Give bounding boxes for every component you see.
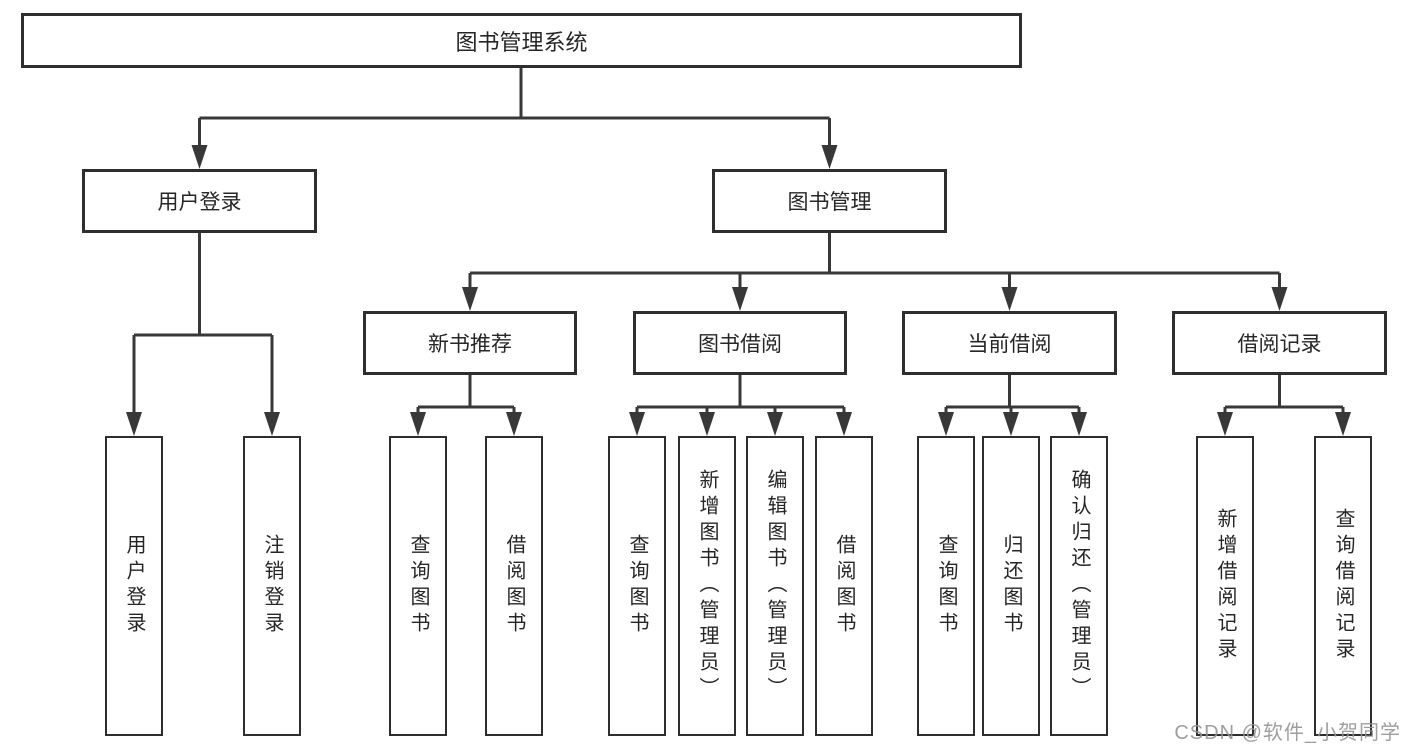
- leaf-edit-books-admin: 编辑图书（管理员）: [746, 436, 804, 736]
- node-label: 借阅图书: [503, 534, 525, 638]
- node-label: 归还图书: [1000, 534, 1022, 638]
- node-label: 借阅图书: [833, 534, 855, 638]
- node-label: 新书推荐: [428, 333, 512, 356]
- node-library-management-system: 图书管理系统: [21, 13, 1022, 68]
- leaf-query-borrowing-record: 查询借阅记录: [1314, 436, 1372, 736]
- leaf-return-books: 归还图书: [982, 436, 1040, 736]
- connector-book-borrowing-to-leaves: [629, 375, 852, 436]
- node-label: 查询图书: [935, 534, 957, 638]
- node-label: 当前借阅: [967, 333, 1052, 356]
- leaf-add-books-admin: 新增图书（管理员）: [678, 436, 736, 736]
- node-label: 借阅记录: [1237, 333, 1322, 356]
- leaf-borrow-books-borrowing: 借阅图书: [815, 436, 873, 736]
- node-book-borrowing: 图书借阅: [633, 311, 847, 375]
- node-new-book-recommendation: 新书推荐: [363, 311, 577, 375]
- node-label: 用户登录: [157, 191, 242, 214]
- leaf-borrow-books-recommendation: 借阅图书: [485, 436, 543, 736]
- connector-new-book-recommendation-to-leaves: [410, 375, 522, 436]
- connector-borrowing-records-to-leaves: [1217, 375, 1351, 436]
- connector-book-management-to-level3: [462, 233, 1288, 311]
- node-user-login: 用户登录: [82, 169, 317, 233]
- node-current-borrowing: 当前借阅: [902, 311, 1117, 375]
- node-book-management: 图书管理: [712, 169, 947, 233]
- leaf-add-borrowing-record: 新增借阅记录: [1196, 436, 1254, 736]
- node-label: 新增图书（管理员）: [696, 469, 718, 703]
- node-label: 新增借阅记录: [1214, 508, 1236, 664]
- node-label: 查询图书: [407, 534, 429, 638]
- leaf-query-books-recommendation: 查询图书: [389, 436, 447, 736]
- node-label: 图书管理系统: [455, 29, 588, 55]
- node-label: 查询借阅记录: [1332, 508, 1354, 664]
- node-borrowing-records: 借阅记录: [1172, 311, 1387, 375]
- leaf-query-books-current: 查询图书: [917, 436, 975, 736]
- node-label: 图书借阅: [698, 333, 782, 356]
- leaf-user-login: 用户登录: [105, 436, 163, 736]
- node-label: 确认归还（管理员）: [1068, 469, 1090, 703]
- leaf-query-books-borrowing: 查询图书: [608, 436, 666, 736]
- node-label: 用户登录: [123, 534, 145, 638]
- node-label: 图书管理: [787, 191, 872, 214]
- node-label: 编辑图书（管理员）: [764, 469, 786, 703]
- watermark: CSDN @软件_小贺同学: [1174, 722, 1401, 744]
- node-label: 查询图书: [626, 534, 648, 638]
- leaf-logout: 注销登录: [243, 436, 301, 736]
- connector-current-borrowing-to-leaves: [938, 375, 1087, 436]
- connector-user-login-to-leaves: [126, 233, 280, 436]
- leaf-confirm-return-admin: 确认归还（管理员）: [1050, 436, 1108, 736]
- node-label: 注销登录: [261, 534, 283, 638]
- connector-root-to-level2: [191, 68, 838, 169]
